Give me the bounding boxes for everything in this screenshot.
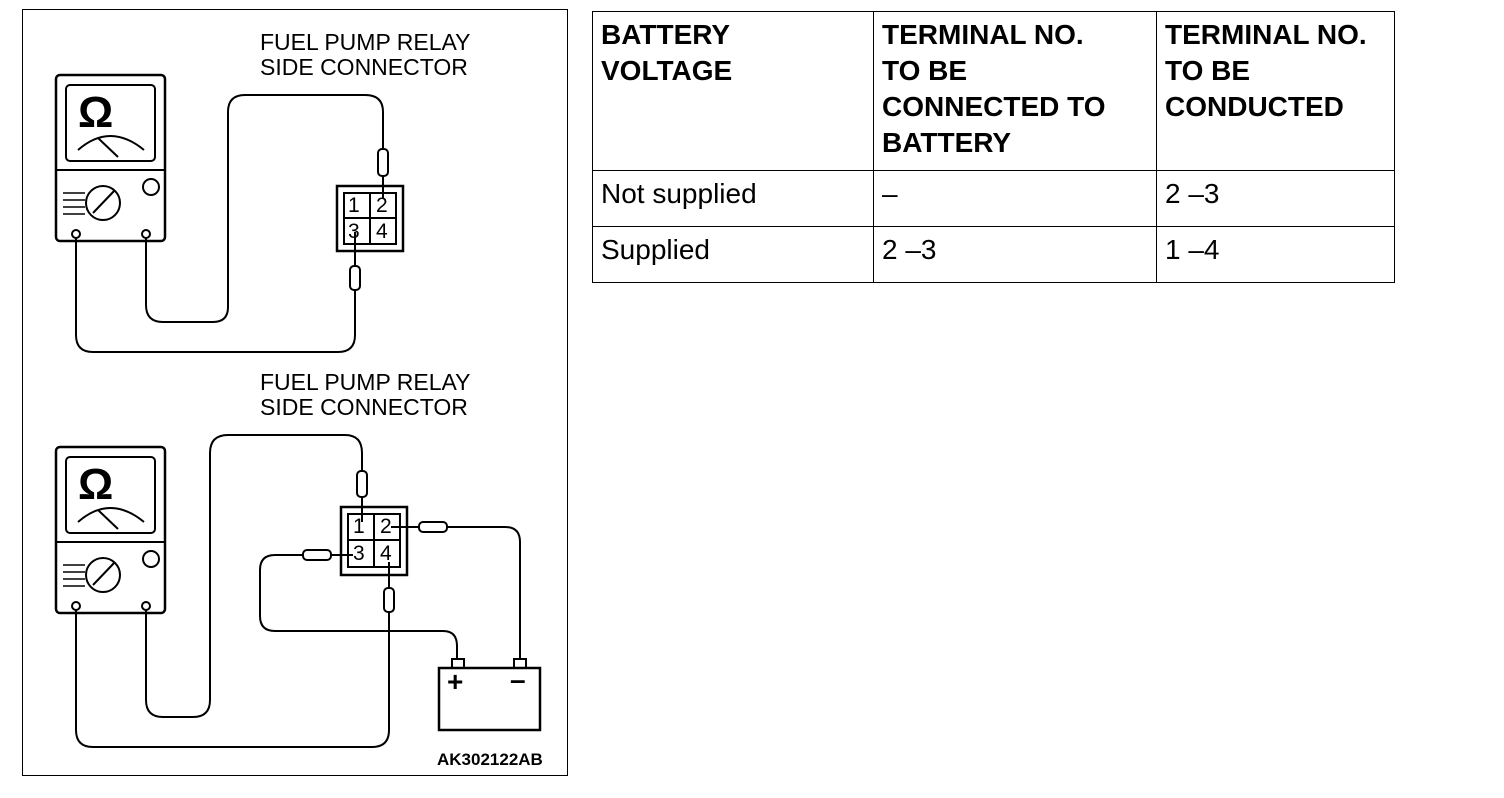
table-cell: 2 –3 <box>1156 170 1395 227</box>
terminal-4-bottom: 4 <box>380 542 392 565</box>
terminal-3-top: 3 <box>348 220 360 243</box>
probe-bottom-3 <box>302 549 332 561</box>
table-cell: 2 –3 <box>873 226 1157 283</box>
table-cell: 1 –4 <box>1156 226 1395 283</box>
ohm-symbol-top: Ω <box>78 88 114 137</box>
probe-bottom-2 <box>418 521 448 533</box>
table-cell: – <box>873 170 1157 227</box>
ohmmeter-top <box>54 73 167 243</box>
battery <box>437 658 542 732</box>
probe-top-2 <box>349 265 361 291</box>
relay-connector-bottom <box>339 505 409 577</box>
continuity-table: BATTERY VOLTAGE TERMINAL NO. TO BE CONNE… <box>592 11 1395 283</box>
wiring-diagram: FUEL PUMP RELAY SIDE CONNECTOR FUEL PUMP… <box>22 9 568 776</box>
table-cell: Supplied <box>592 226 874 283</box>
battery-minus: – <box>510 664 526 695</box>
probe-top-1 <box>377 148 389 177</box>
header-terminal-connected: TERMINAL NO. TO BE CONNECTED TO BATTERY <box>873 11 1157 171</box>
probe-bottom-1 <box>356 470 368 498</box>
probe-bottom-4 <box>383 587 395 613</box>
ohm-symbol-bottom: Ω <box>78 460 114 509</box>
connector-label-bottom: FUEL PUMP RELAY SIDE CONNECTOR <box>260 369 471 420</box>
relay-connector-top <box>335 184 405 253</box>
wiring-diagram-drawing <box>54 73 542 748</box>
header-battery-voltage: BATTERY VOLTAGE <box>592 11 874 171</box>
connector-label-top: FUEL PUMP RELAY SIDE CONNECTOR <box>260 29 471 80</box>
header-terminal-conducted: TERMINAL NO. TO BE CONDUCTED <box>1156 11 1395 171</box>
table-cell: Not supplied <box>592 170 874 227</box>
battery-plus: + <box>447 666 464 697</box>
terminal-2-bottom: 2 <box>380 515 392 538</box>
terminal-3-bottom: 3 <box>353 542 365 565</box>
terminal-2-top: 2 <box>376 194 388 217</box>
table-row: Supplied 2 –3 1 –4 <box>592 226 1395 283</box>
ohmmeter-bottom <box>54 445 167 615</box>
terminal-1-bottom: 1 <box>353 515 365 538</box>
table-header-row: BATTERY VOLTAGE TERMINAL NO. TO BE CONNE… <box>592 11 1395 171</box>
continuity-table-grid: BATTERY VOLTAGE TERMINAL NO. TO BE CONNE… <box>592 11 1395 283</box>
terminal-4-top: 4 <box>376 220 388 243</box>
figure-code: AK302122AB <box>437 750 543 769</box>
table-row: Not supplied – 2 –3 <box>592 170 1395 227</box>
terminal-1-top: 1 <box>348 194 360 217</box>
